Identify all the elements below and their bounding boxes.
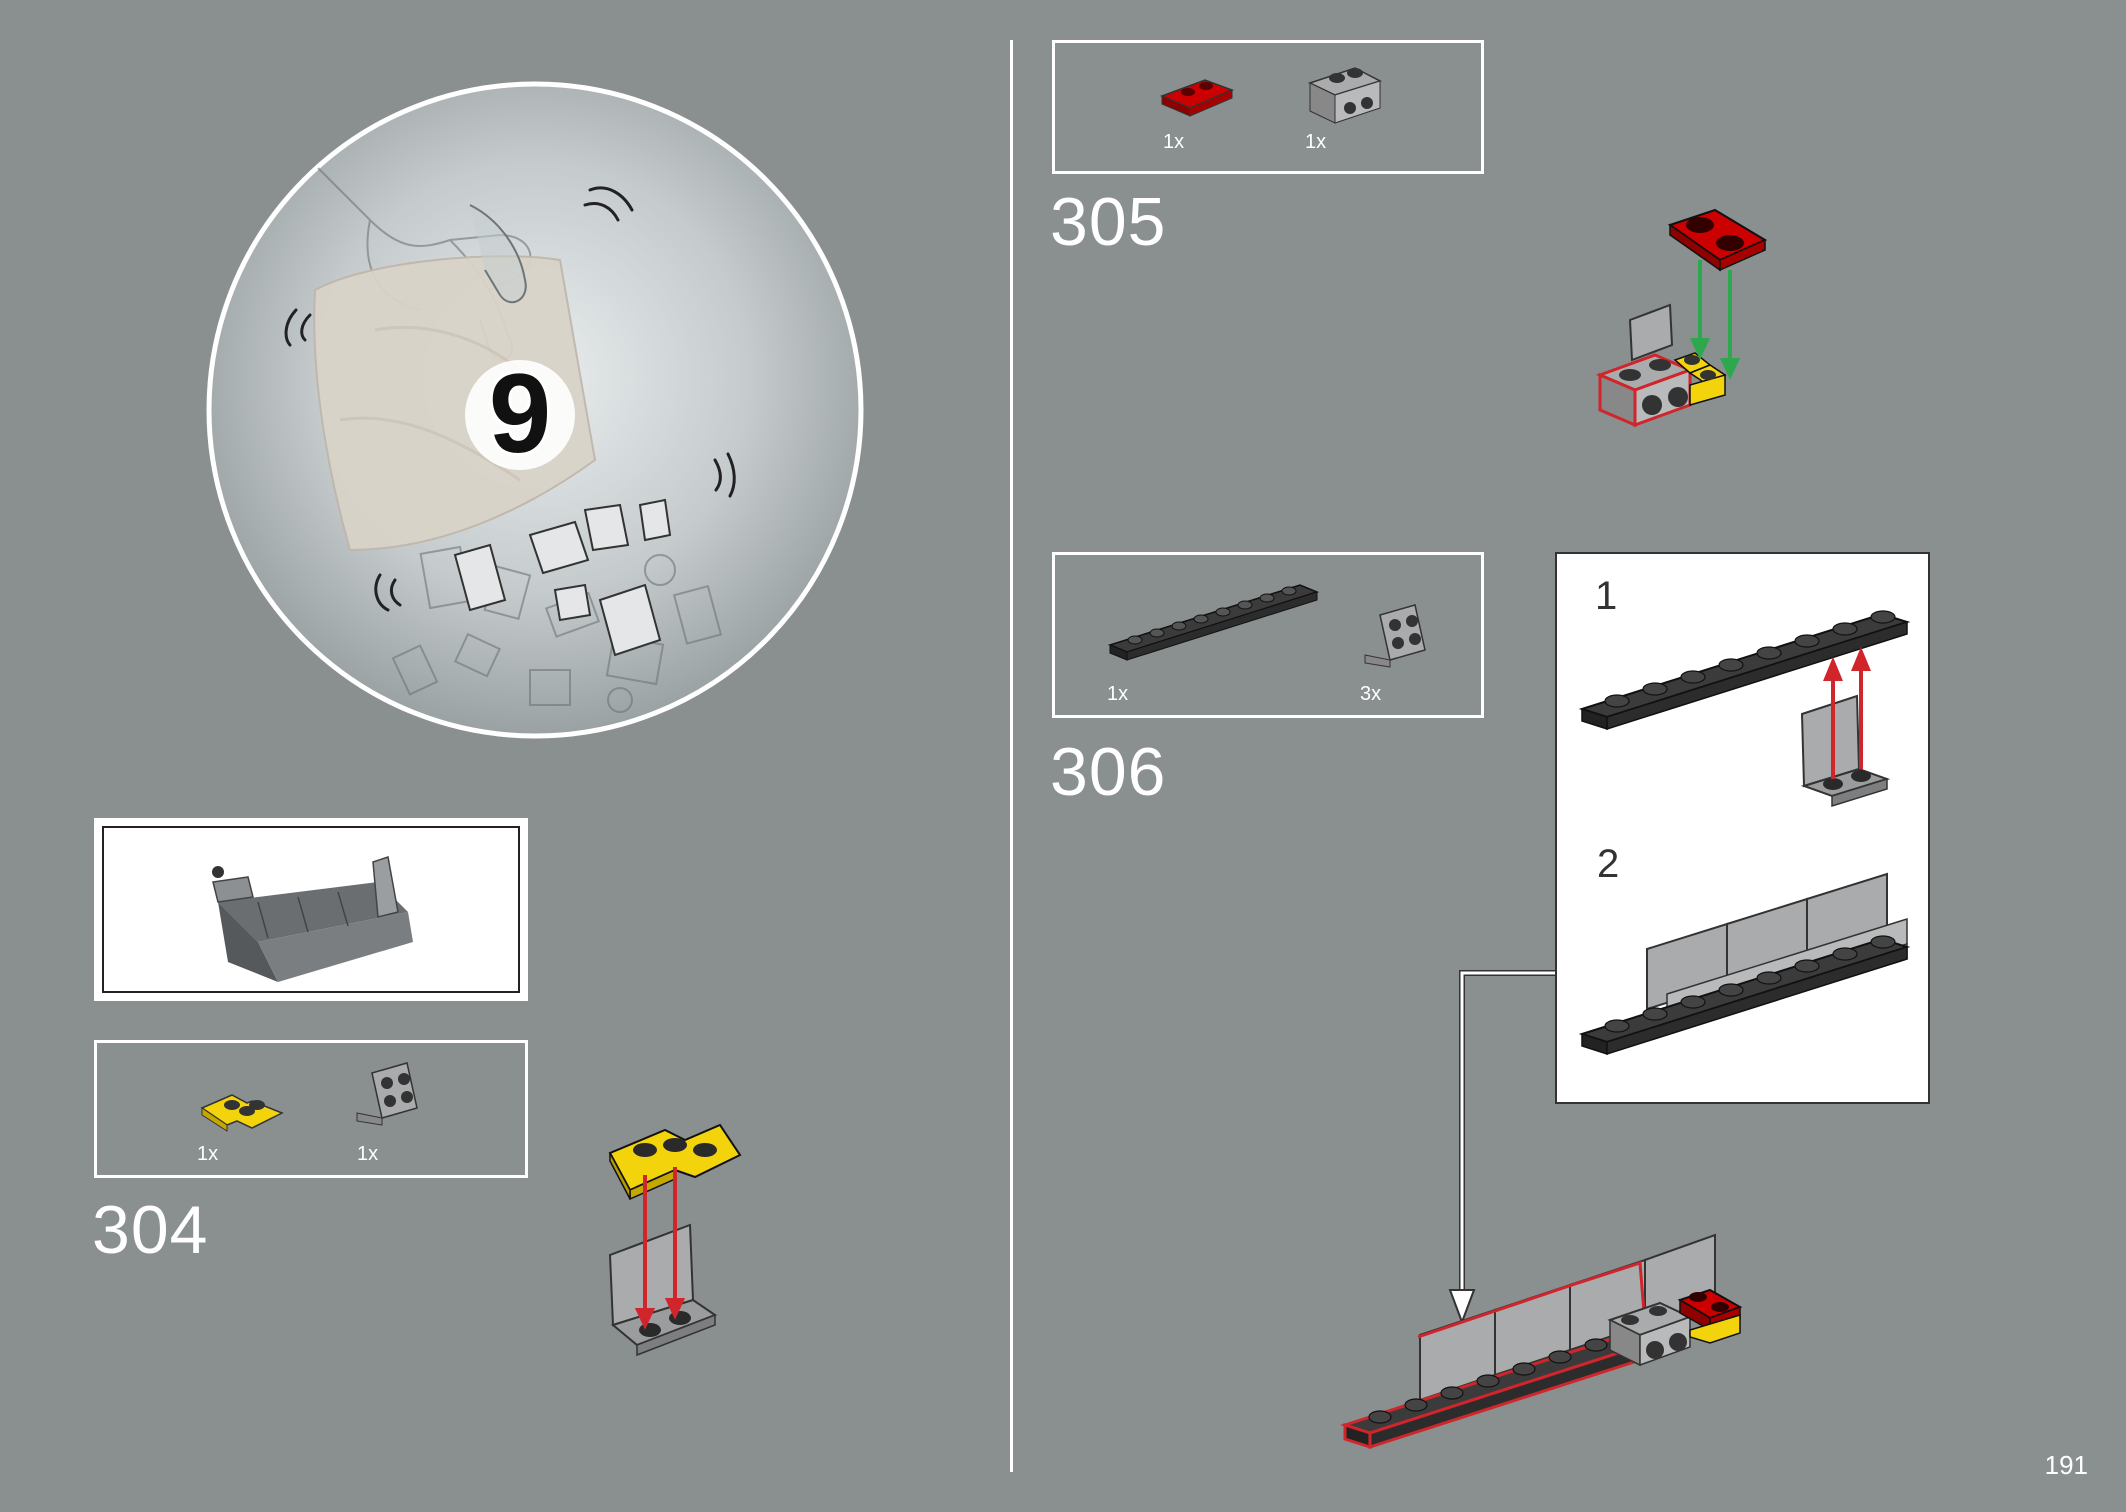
red-plate-icon [1159,79,1235,117]
model-preview-image [212,856,413,982]
step-306-part-2-qty: 3x [1360,683,1382,705]
step-305-part-1-qty: 1x [1163,131,1185,153]
dark-gray-plate-icon [1107,584,1320,661]
substep-2-number: 2 [1597,842,1620,886]
step-304-assembly [608,1123,742,1357]
substep-callout-box: 1 2 [1555,552,1930,1104]
callout-connector-arrow [1448,970,1555,1325]
step-305-parts-box: 1x 1x [1052,40,1484,174]
page-number: 191 [2044,1450,2088,1480]
step-306-assembly [1340,1233,1743,1450]
step-305-part-2-qty: 1x [1305,131,1327,153]
step-306-parts-box: 1x 3x [1052,552,1484,718]
model-preview-box [94,818,528,1001]
substep-1-image [1578,610,1911,808]
step-304-parts-box: 1x 1x [94,1040,528,1178]
bag-number: 9 [489,351,551,476]
step-304-part-2-qty: 1x [357,1143,379,1165]
bag-illustration: 9 [206,81,864,739]
substep-2-image [1578,872,1911,1056]
gray-bracket-plate-icon [356,1062,418,1126]
step-304-part-1-qty: 1x [197,1143,219,1165]
step-306-number: 306 [1050,734,1167,810]
substep-1-number: 1 [1595,574,1618,618]
step-305-assembly [1595,208,1768,428]
step-306-part-1-qty: 1x [1107,683,1129,705]
step-304-number: 304 [92,1192,209,1268]
gray-side-stud-brick-icon [1308,67,1382,124]
step-305-number: 305 [1050,184,1167,260]
page-divider [1010,40,1013,1472]
yellow-corner-plate-icon [200,1094,284,1132]
gray-bracket-plate-icon-2 [1364,604,1426,668]
